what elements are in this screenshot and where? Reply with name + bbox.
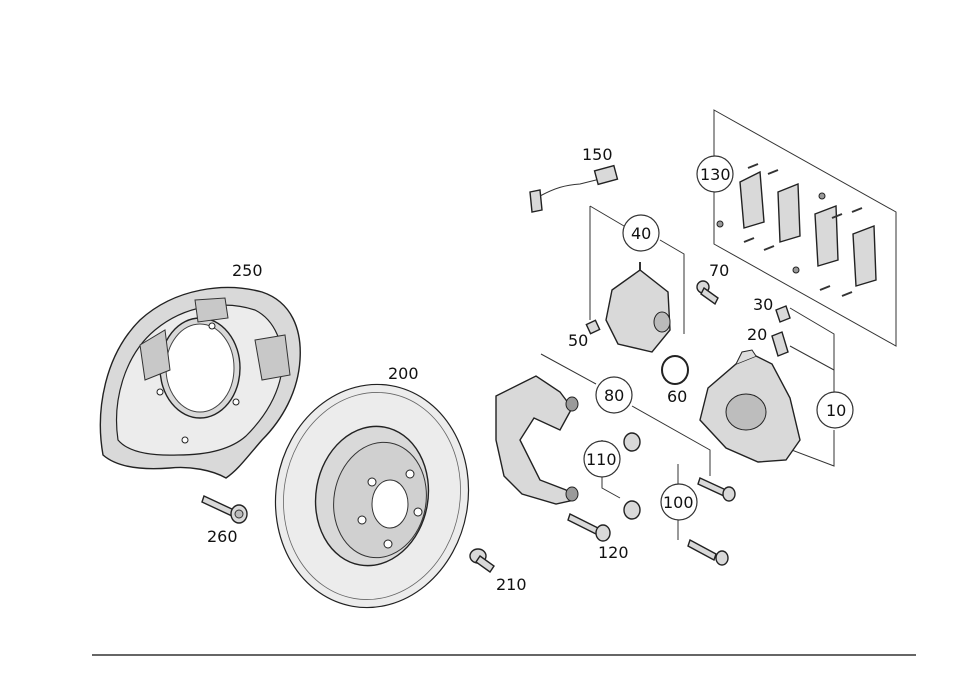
bubble-100 — [660, 483, 698, 521]
bubble-110 — [583, 440, 621, 478]
bubble-130 — [696, 155, 734, 193]
callout-100: 100 — [663, 493, 694, 512]
bolt-260 — [201, 495, 248, 524]
bolt-50 — [585, 319, 601, 335]
callout-210: 210 — [496, 575, 527, 594]
callout-20: 20 — [747, 325, 767, 344]
wear-sensor-150 — [529, 164, 619, 213]
callout-50: 50 — [568, 331, 588, 350]
callout-10: 10 — [826, 401, 846, 420]
dust-shield-250 — [99, 286, 301, 479]
caliper-10 — [699, 307, 854, 467]
callout-150: 150 — [582, 145, 613, 164]
brake-disc-200 — [274, 383, 470, 609]
bleeder-20 — [771, 331, 789, 357]
callout-40: 40 — [631, 224, 651, 243]
bushings-110 — [583, 432, 641, 520]
callout-250: 250 — [232, 261, 263, 280]
guide-pins-100 — [660, 464, 736, 566]
cap-30 — [775, 305, 791, 323]
bubble-80 — [595, 376, 633, 414]
callout-70: 70 — [709, 261, 729, 280]
callout-30: 30 — [753, 295, 773, 314]
callout-80: 80 — [604, 386, 624, 405]
bubble-10 — [816, 391, 854, 429]
carrier-80 — [495, 353, 711, 505]
bubble-40 — [622, 214, 660, 252]
o-ring-60 — [661, 355, 689, 385]
bolt-70 — [696, 280, 719, 306]
callout-260: 260 — [207, 527, 238, 546]
bolt-120 — [567, 513, 611, 542]
callout-120: 120 — [598, 543, 629, 562]
pad-kit-130 — [696, 109, 897, 347]
callout-60: 60 — [667, 387, 687, 406]
callout-110: 110 — [586, 450, 617, 469]
callout-200: 200 — [388, 364, 419, 383]
callout-130: 130 — [700, 165, 731, 184]
screw-210 — [469, 548, 495, 573]
actuator-group-40 — [589, 205, 685, 353]
